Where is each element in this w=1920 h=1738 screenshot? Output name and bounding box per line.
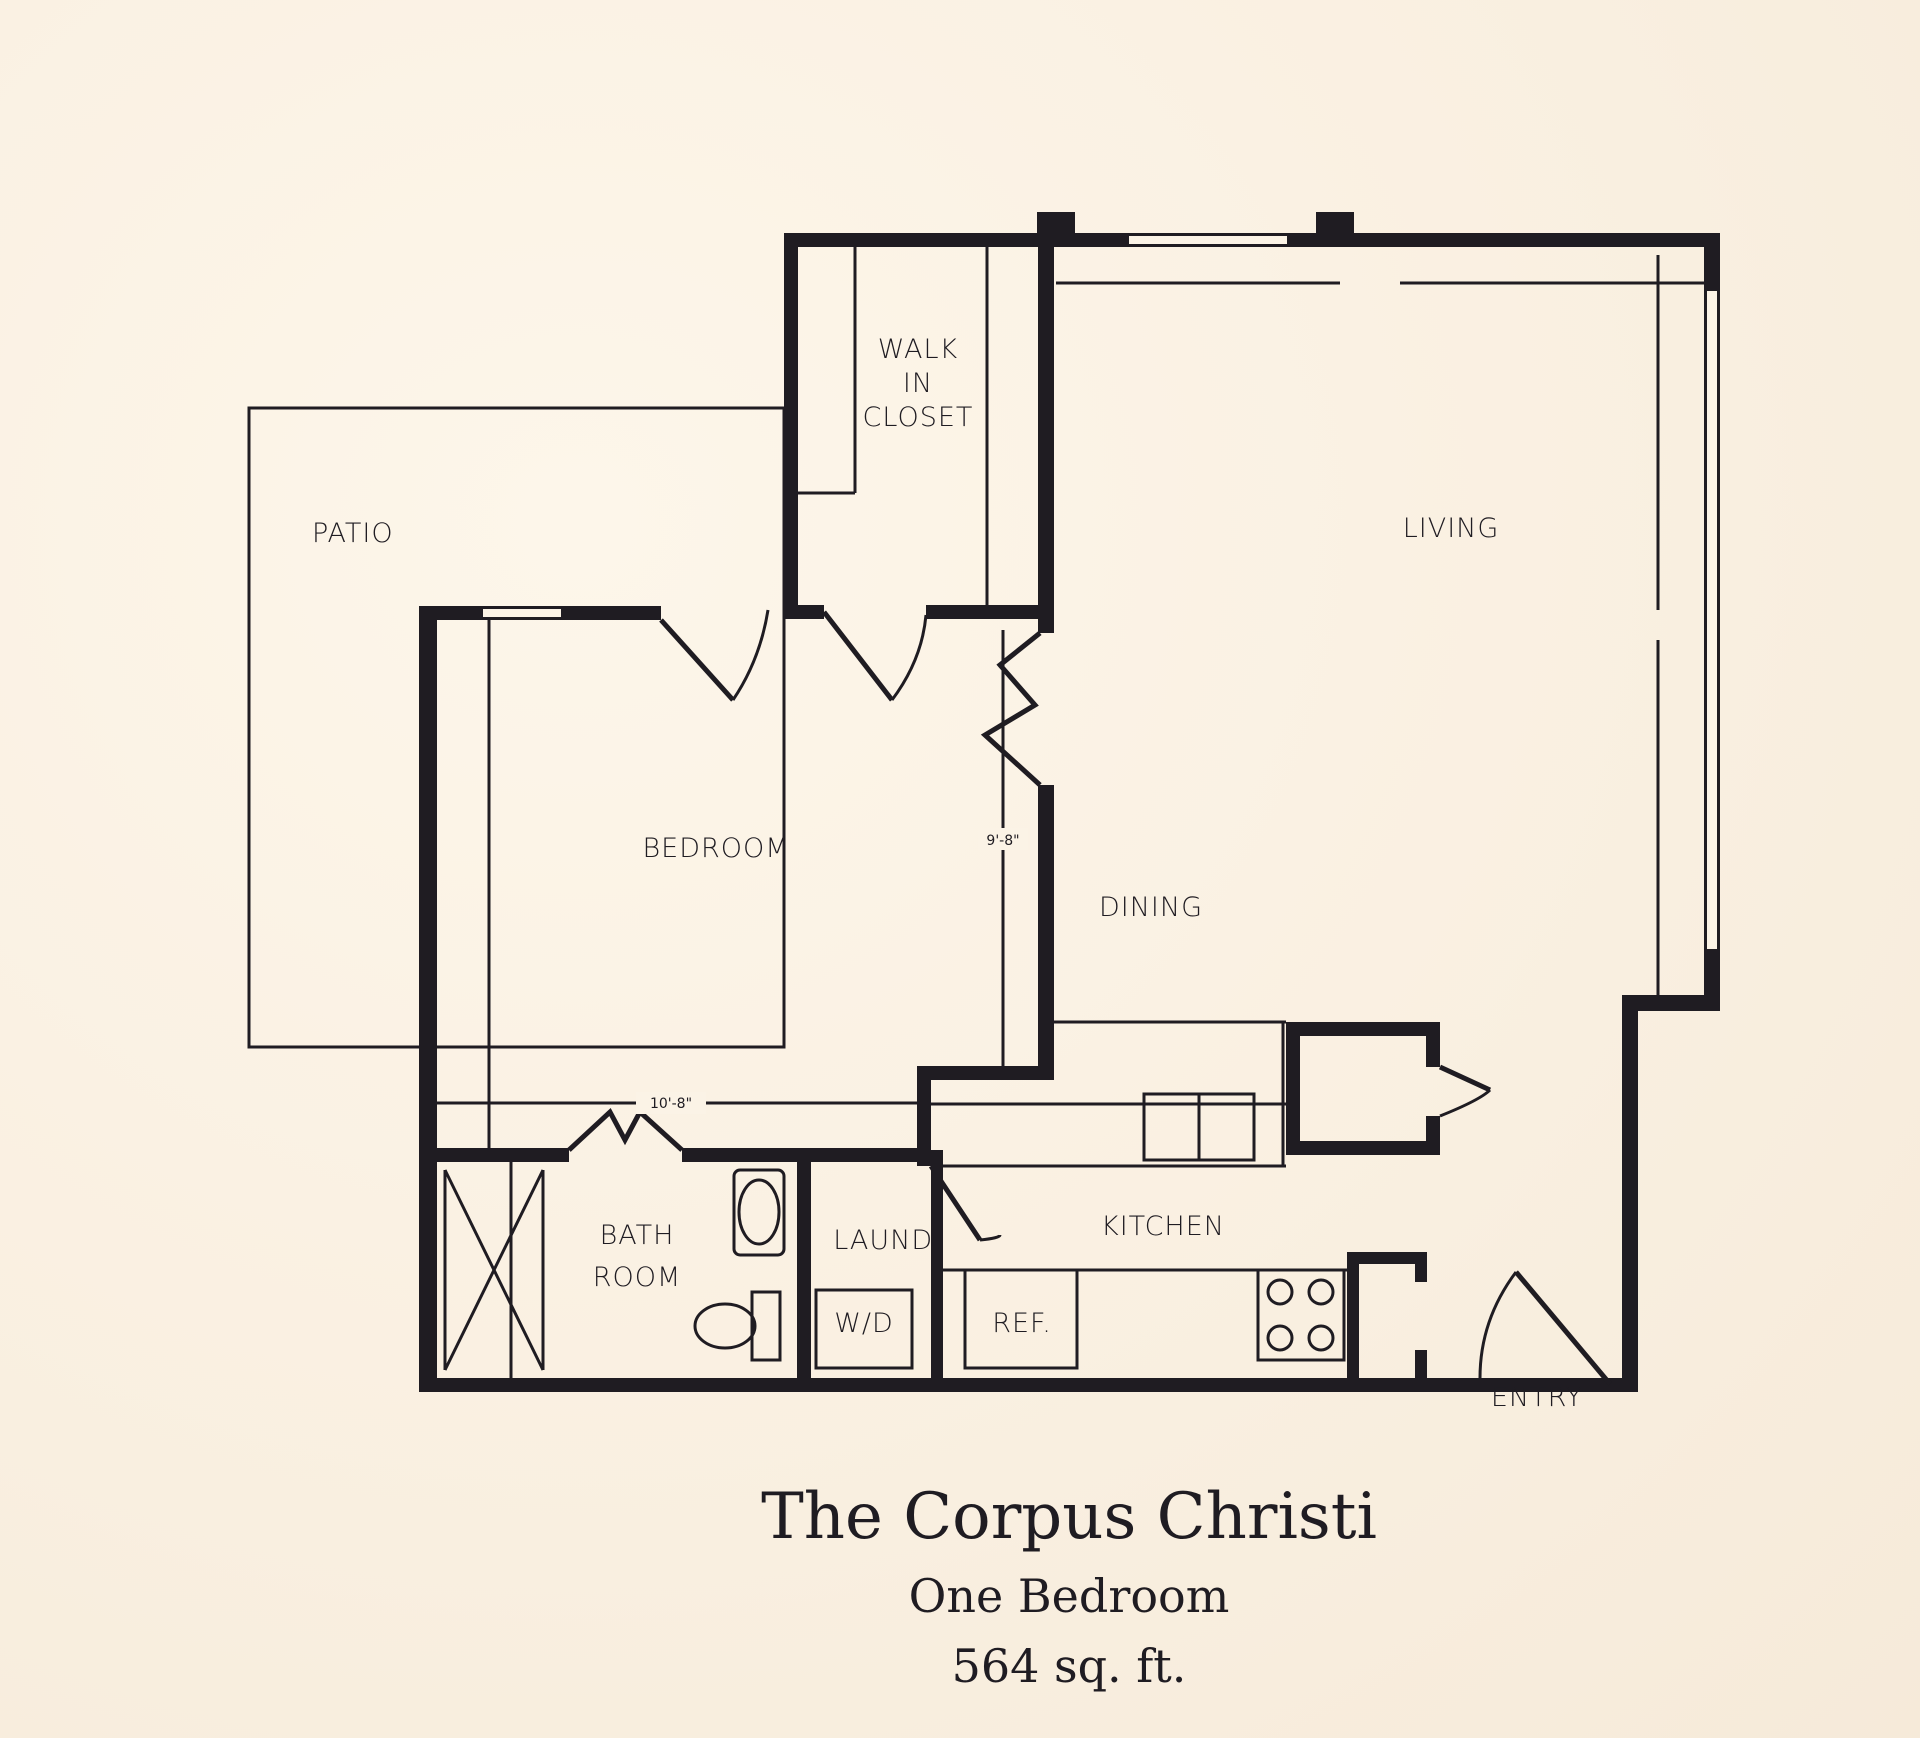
label-in: IN <box>903 368 933 399</box>
label-patio: PATIO <box>312 518 394 549</box>
window-bedroom <box>481 607 563 619</box>
label-room: ROOM <box>593 1262 682 1293</box>
interior-lines <box>437 247 1704 1378</box>
label-closet: CLOSET <box>863 402 974 433</box>
label-entry: ENTRY <box>1491 1382 1583 1413</box>
label-refrigerator: REF. <box>992 1308 1052 1339</box>
label-kitchen: KITCHEN <box>1101 1211 1225 1242</box>
label-bath: BATH <box>600 1220 675 1251</box>
label-living: LIVING <box>1403 513 1500 544</box>
plan-type: One Bedroom <box>909 1569 1230 1623</box>
fixtures <box>693 1092 1346 1370</box>
label-dining: DINING <box>1099 892 1203 923</box>
walls <box>419 212 1720 1392</box>
window-living-side <box>1705 289 1719 951</box>
dim-bedroom-width: 10'-8" <box>650 1096 692 1112</box>
plan-area: 564 sq. ft. <box>952 1639 1187 1693</box>
plan-title: The Corpus Christi <box>761 1480 1377 1554</box>
label-walk: WALK <box>878 334 958 365</box>
window-living-top <box>1127 234 1289 246</box>
dim-bedroom-depth: 9'-8" <box>986 833 1019 849</box>
label-bedroom: BEDROOM <box>642 833 789 864</box>
patio-outline <box>247 406 786 1049</box>
label-laundry: LAUND. <box>833 1225 942 1256</box>
doors <box>567 609 1612 1386</box>
label-washer-dryer: W/D <box>834 1308 894 1339</box>
